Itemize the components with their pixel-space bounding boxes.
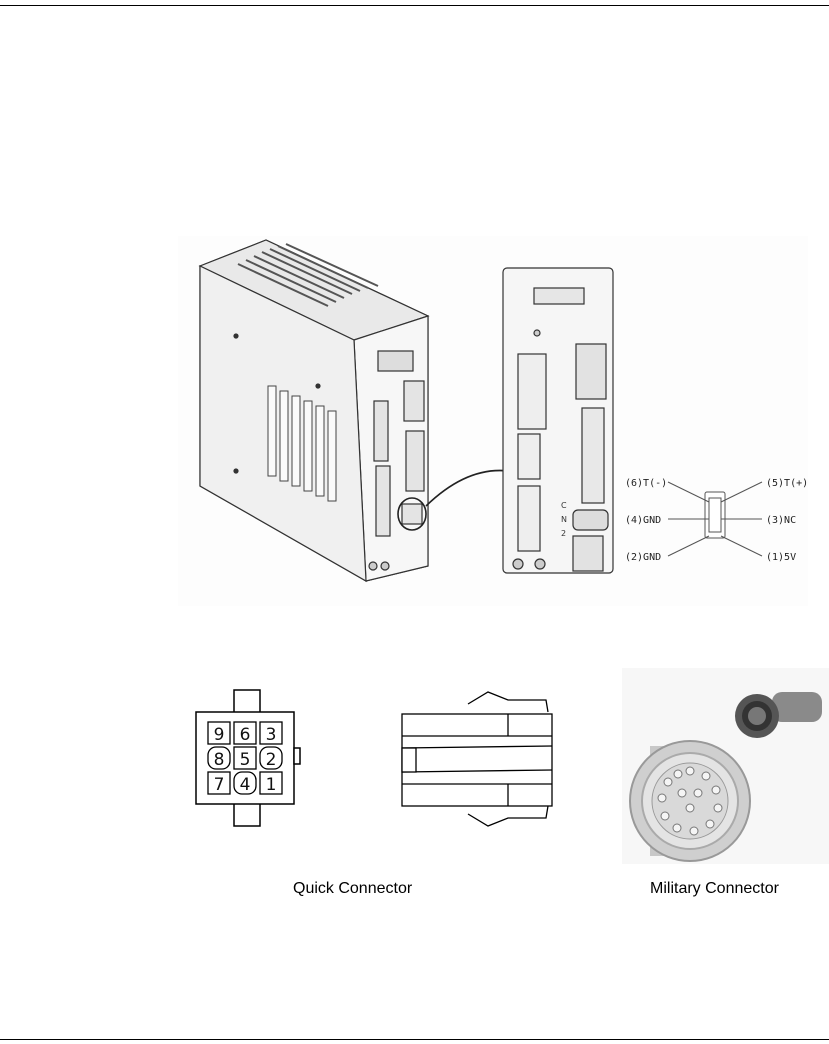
pin-3-label: (3)NC (766, 515, 796, 526)
drive-front-view (502, 267, 614, 574)
pin-5: 5 (240, 750, 251, 770)
military-connector-caption: Military Connector (650, 880, 779, 897)
military-connector-image (622, 668, 829, 864)
header-rule (0, 5, 829, 6)
pin-4-label: (4)GND (625, 515, 661, 526)
pin-8: 8 (214, 750, 225, 770)
cn2-pinout (667, 481, 763, 557)
servo-drive-diagram: C N 2 (6)T(-) (5)T(+) (4)GND (3)NC (2)GN… (178, 236, 808, 606)
drive-isometric-view (198, 239, 430, 583)
pin-2: 2 (266, 750, 277, 770)
cn-label-n: N (561, 515, 567, 524)
footer-rule (0, 1039, 829, 1040)
military-socket-photo (629, 740, 751, 862)
quick-connector-side (398, 688, 558, 830)
quick-connector-front: 9 6 3 8 5 2 7 4 1 (192, 688, 302, 828)
pin-6-label: (6)T(-) (625, 478, 667, 489)
cn-label-2: 2 (561, 529, 566, 538)
pin-5-label: (5)T(+) (766, 478, 808, 489)
pin-4: 4 (240, 775, 251, 795)
pin-6: 6 (240, 725, 251, 745)
pin-7: 7 (214, 775, 225, 795)
military-plug-photo (735, 692, 822, 738)
pin-1-label: (1)5V (766, 552, 796, 563)
pin-1: 1 (266, 775, 277, 795)
pin-2-label: (2)GND (625, 552, 661, 563)
pin-3: 3 (266, 725, 277, 745)
pin-9: 9 (214, 725, 225, 745)
cn-label-c: C (561, 501, 567, 510)
quick-connector-caption: Quick Connector (293, 880, 413, 897)
